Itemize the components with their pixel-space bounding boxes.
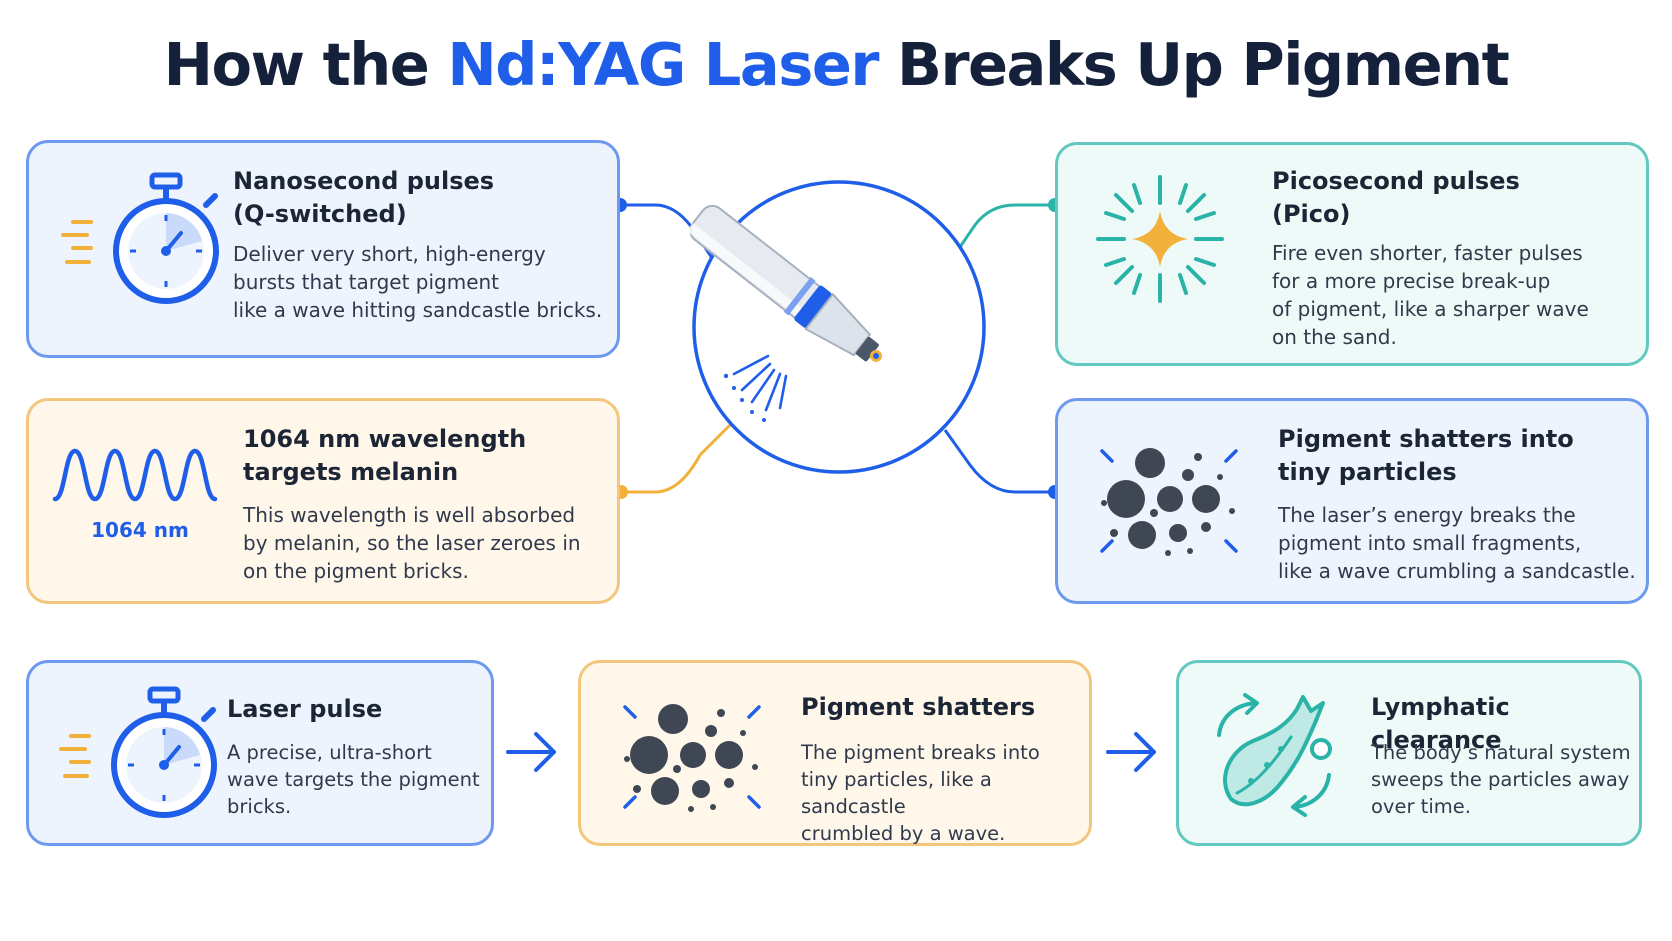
title-prefix: How the: [163, 30, 448, 99]
connector-picosecond: [956, 203, 1055, 251]
card-body: The pigment breaks into tiny particles, …: [801, 741, 1040, 845]
card-heading: 1064 nm wavelength targets melanin: [243, 425, 527, 486]
particles-icon: [623, 704, 761, 812]
card-shatters-into: Pigment shatters into tiny particles The…: [1055, 398, 1649, 604]
card-body: The laser’s energy breaks the pigment in…: [1278, 503, 1636, 583]
card-heading: Laser pulse: [227, 695, 383, 723]
process-step-laser-pulse: Laser pulse A precise, ultra-short wave …: [26, 660, 494, 846]
card-body: Deliver very short, high-energy bursts t…: [233, 242, 603, 322]
process-step-pigment-shatters: Pigment shatters The pigment breaks into…: [578, 660, 1092, 846]
lymph-vessel-icon: [1217, 693, 1332, 817]
card-picosecond: Picosecond pulses (Pico) Fire even short…: [1055, 142, 1649, 366]
title-suffix: Breaks Up Pigment: [877, 30, 1510, 99]
connector-wavelength: [621, 423, 732, 494]
card-heading: Pigment shatters into tiny particles: [1278, 425, 1574, 486]
page-title: How the Nd:YAG Laser Breaks Up Pigment: [0, 30, 1672, 99]
stopwatch-icon: [59, 686, 217, 818]
process-step-lymphatic-clearance: Lymphatic clearance The body’s natural s…: [1176, 660, 1642, 846]
card-heading: Lymphatic clearance: [1371, 693, 1510, 754]
arrow-right-icon: [1106, 732, 1156, 772]
card-heading: Nanosecond pulses (Q-switched): [233, 167, 495, 228]
card-body: Fire even shorter, faster pulses for a m…: [1272, 241, 1589, 349]
sparkle-icon: [1096, 175, 1224, 303]
laser-handpiece-icon: [690, 180, 986, 474]
stopwatch-icon: [61, 172, 219, 304]
wave-icon: [52, 448, 218, 502]
particles-icon: [1100, 448, 1238, 556]
card-body: This wavelength is well absorbed by mela…: [243, 503, 581, 583]
wave-label: 1064 nm: [91, 518, 189, 542]
title-highlight: Nd:YAG Laser: [447, 30, 879, 99]
card-nanosecond: Nanosecond pulses (Q-switched) Deliver v…: [26, 140, 620, 358]
card-heading: Pigment shatters: [801, 693, 1036, 721]
card-wavelength: 1064 nm 1064 nm wavelength targets melan…: [26, 398, 620, 604]
connector-shatters: [943, 429, 1055, 494]
card-body: A precise, ultra-short wave targets the …: [227, 741, 480, 818]
arrow-right-icon: [506, 732, 556, 772]
card-heading: Picosecond pulses (Pico): [1272, 167, 1520, 228]
card-body: The body’s natural system sweeps the par…: [1371, 741, 1631, 818]
